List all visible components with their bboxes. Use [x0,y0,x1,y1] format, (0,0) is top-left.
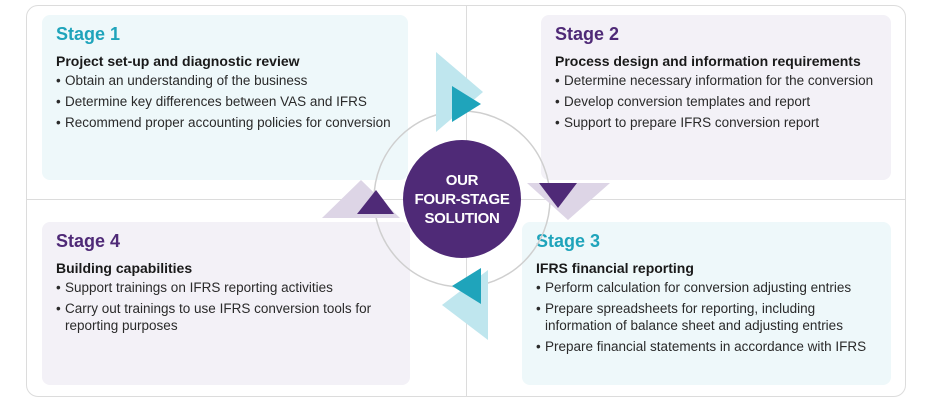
stage-3-subtitle: IFRS financial reporting [536,260,694,276]
list-item: Determine key differences between VAS an… [56,93,394,110]
arrow-down-icon [539,183,577,208]
stage-3-card: Stage 3 IFRS financial reporting Perform… [522,222,891,385]
center-solution-circle: OUR FOUR-STAGE SOLUTION [403,140,521,258]
stage-1-card: Stage 1 Project set-up and diagnostic re… [42,15,408,180]
stage-2-card: Stage 2 Process design and information r… [541,15,891,180]
list-item: Determine necessary information for the … [555,72,877,89]
arrow-left-icon [452,268,481,304]
stage-4-bullets: Support trainings on IFRS reporting acti… [56,279,396,334]
stage-1-title: Stage 1 [56,24,121,44]
list-item: Recommend proper accounting policies for… [56,114,394,131]
center-line-3: SOLUTION [424,209,500,227]
stage-4-subtitle: Building capabilities [56,260,193,276]
stage-2-subtitle: Process design and information requireme… [555,53,861,69]
stage-1-subtitle: Project set-up and diagnostic review [56,53,300,69]
arrow-up-icon [357,190,394,214]
center-line-1: OUR [445,171,479,189]
stage-4-title: Stage 4 [56,231,121,251]
center-line-2: FOUR-STAGE [414,190,510,208]
stage-3-bullets: Perform calculation for conversion adjus… [536,279,877,355]
list-item: Support trainings on IFRS reporting acti… [56,279,396,296]
list-item: Carry out trainings to use IFRS conversi… [56,300,396,334]
stage-2-bullets: Determine necessary information for the … [555,72,877,131]
stage-4-card: Stage 4 Building capabilities Support tr… [42,222,410,385]
stage-1-bullets: Obtain an understanding of the business … [56,72,394,131]
stage-3-title: Stage 3 [536,231,601,251]
arrow-right-icon [452,86,481,122]
list-item: Perform calculation for conversion adjus… [536,279,877,296]
list-item: Obtain an understanding of the business [56,72,394,89]
list-item: Prepare financial statements in accordan… [536,338,877,355]
stage-2-title: Stage 2 [555,24,620,44]
list-item: Prepare spreadsheets for reporting, incl… [536,300,877,334]
list-item: Develop conversion templates and report [555,93,877,110]
center-label: OUR FOUR-STAGE SOLUTION [414,171,509,228]
list-item: Support to prepare IFRS conversion repor… [555,114,877,131]
